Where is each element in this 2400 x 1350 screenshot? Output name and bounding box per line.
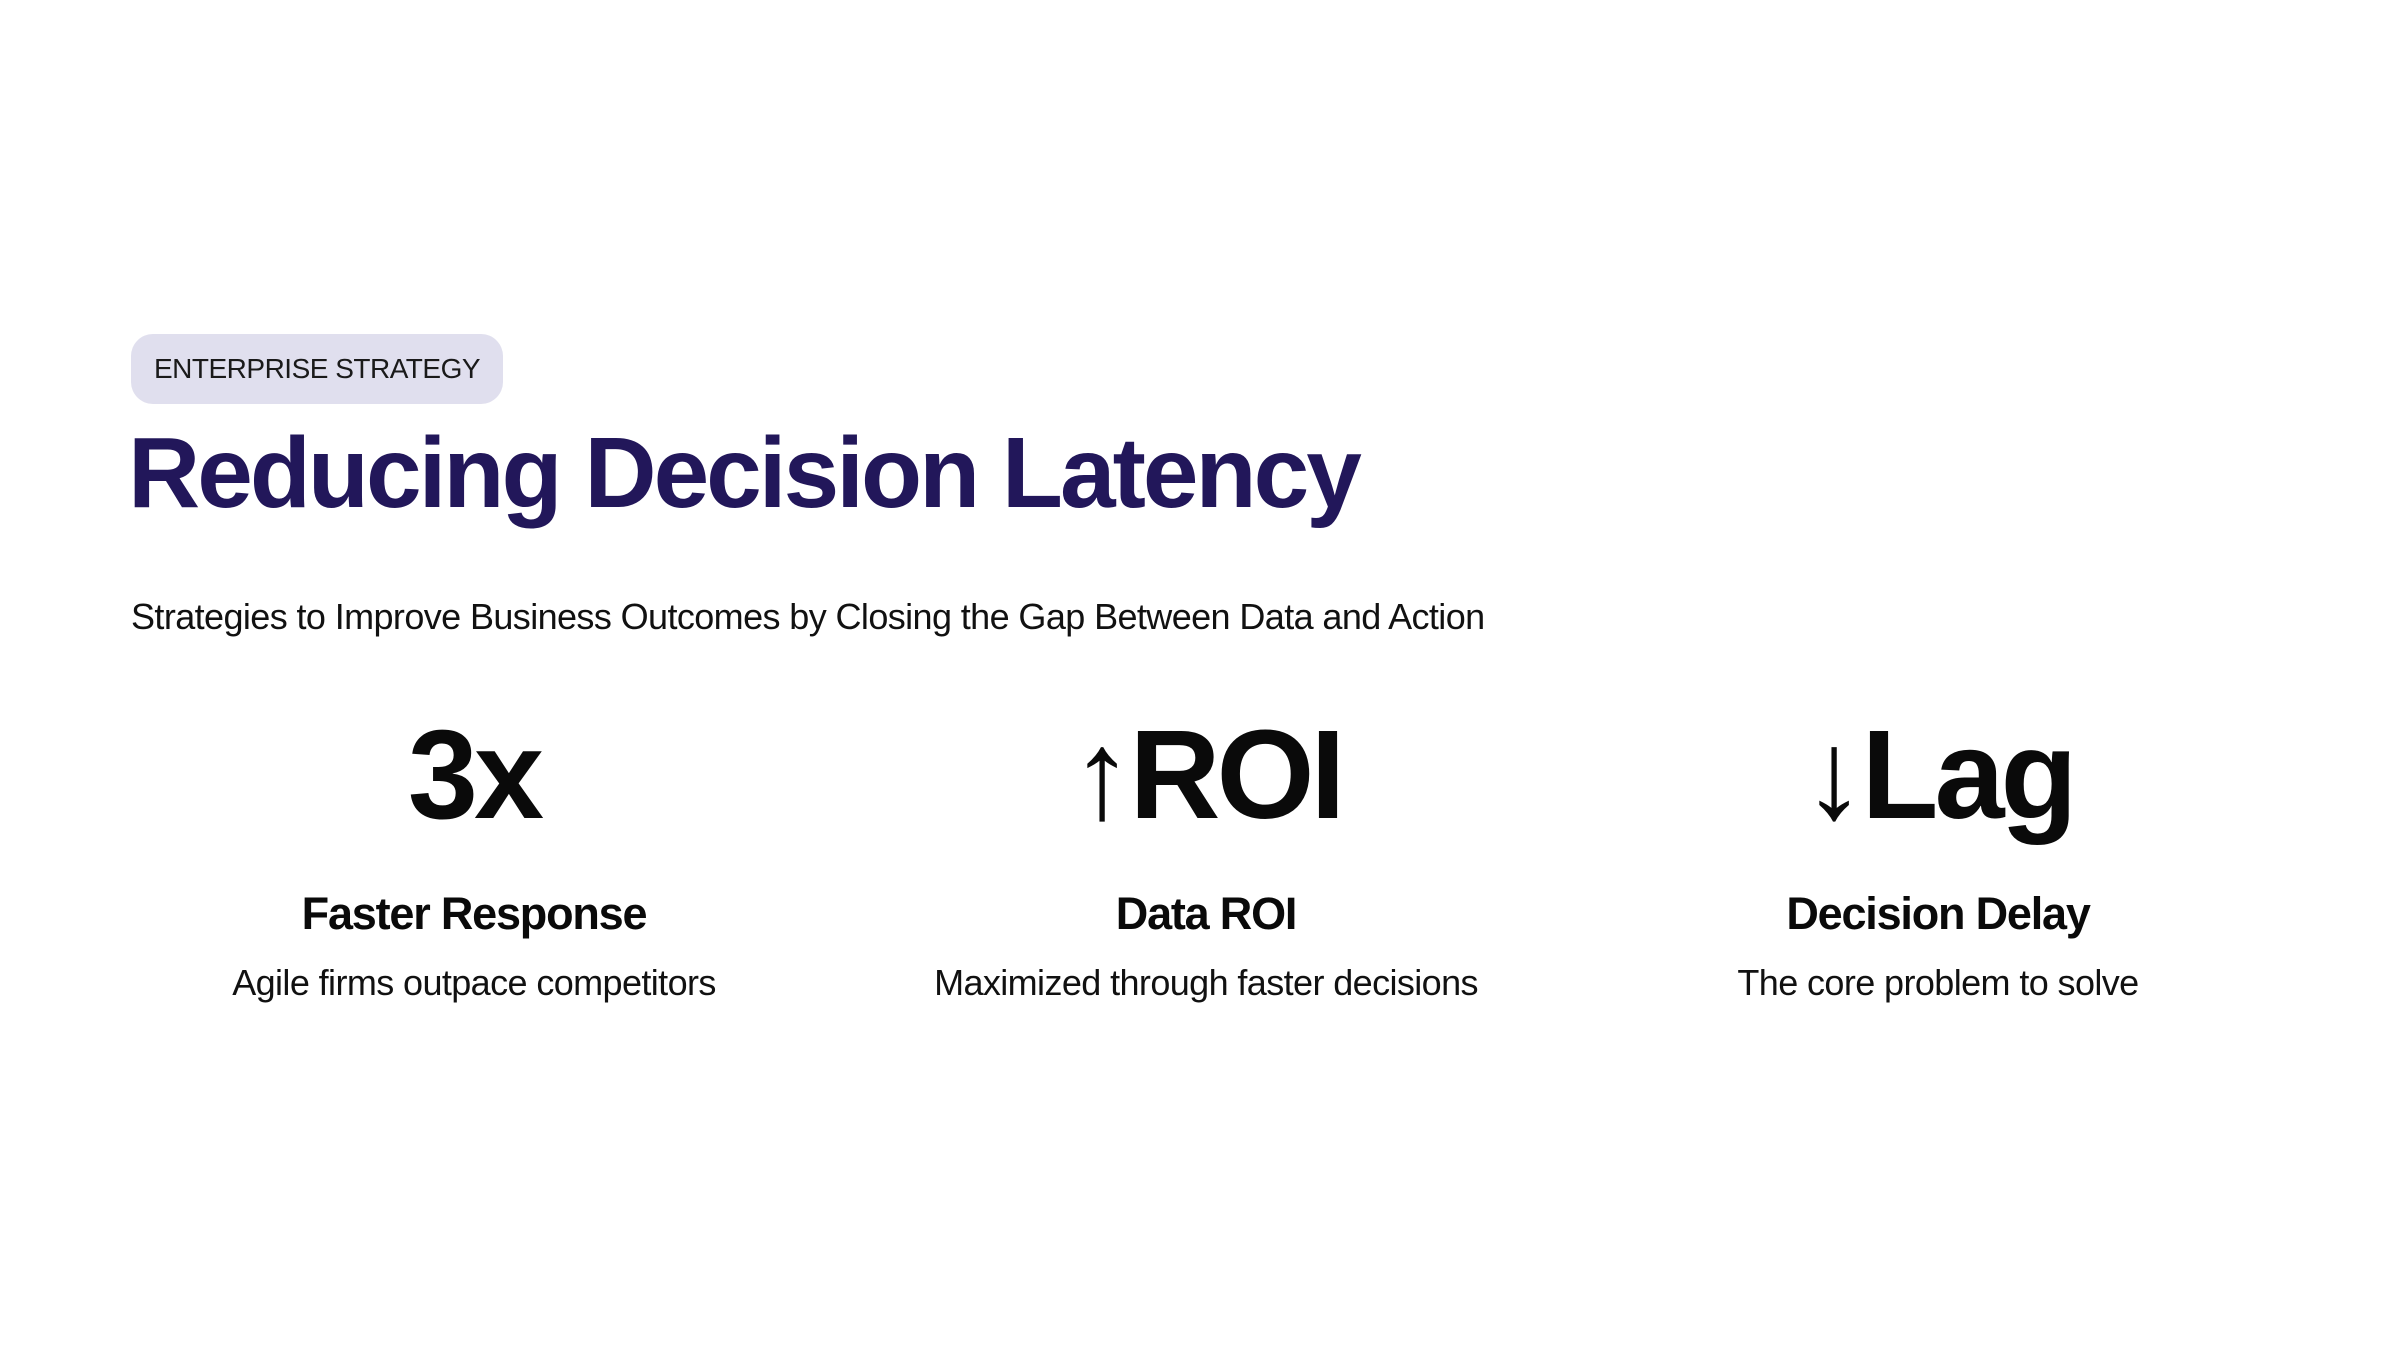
page-title: Reducing Decision Latency xyxy=(128,417,1362,529)
category-tag: ENTERPRISE STRATEGY xyxy=(131,334,504,404)
stat-description: The core problem to solve xyxy=(1737,962,2139,1003)
stat-label: Decision Delay xyxy=(1786,888,2091,939)
stat-decision-delay: ↓Lag Decision Delay The core problem to … xyxy=(1572,700,2304,1004)
stat-faster-response: 3x Faster Response Agile firms outpace c… xyxy=(108,700,840,1004)
stat-value: 3x xyxy=(407,704,544,845)
stat-description: Maximized through faster decisions xyxy=(934,962,1478,1003)
stat-label: Faster Response xyxy=(301,888,648,939)
stat-value: ↓Lag xyxy=(1802,704,2077,845)
page-subtitle: Strategies to Improve Business Outcomes … xyxy=(131,596,1485,637)
stat-value: ↑ROI xyxy=(1070,704,1345,845)
category-tag-label: ENTERPRISE STRATEGY xyxy=(154,353,481,384)
stat-label: Data ROI xyxy=(1115,888,1298,939)
stat-data-roi: ↑ROI Data ROI Maximized through faster d… xyxy=(840,700,1572,1004)
stat-description: Agile firms outpace competitors xyxy=(232,962,716,1003)
